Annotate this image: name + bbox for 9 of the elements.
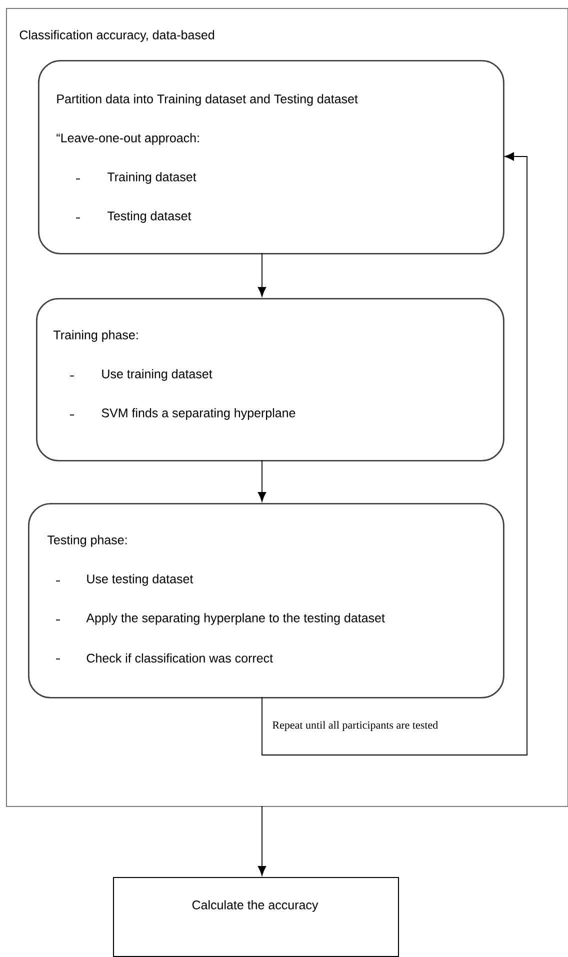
process-box: Partition data into Training dataset and Testing dataset “Leave-one-out approach: Training dataset Testing dataset [38, 60, 504, 254]
process-box: Testing phase: Use testing dataset Apply the separating hyperplane to the testing dataset Check if classification was correct [28, 503, 504, 698]
arrow [258, 460, 266, 502]
process-box: Training phase: Use training dataset SVM finds a separating hyperplane [36, 298, 504, 462]
process-box: Calculate the accuracy [113, 877, 399, 957]
arrow [258, 252, 266, 297]
arrow [258, 806, 266, 876]
arrow [262, 152, 528, 756]
edge-label: Repeat until all participants are tested [272, 721, 438, 731]
